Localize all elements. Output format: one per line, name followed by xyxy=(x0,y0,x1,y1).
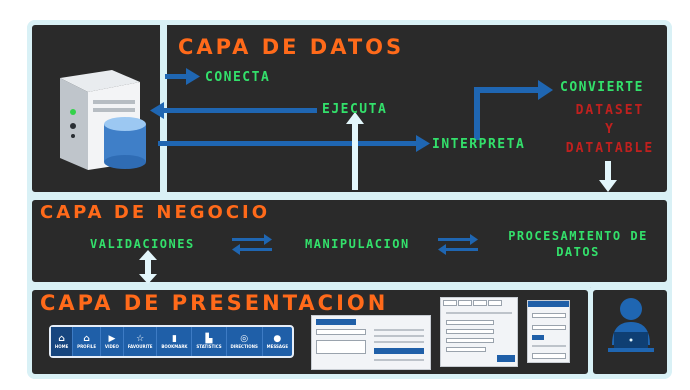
arrow-conecta xyxy=(165,68,200,85)
arrow-ejecuta xyxy=(150,102,317,119)
arrow-negocio-to-datos xyxy=(346,112,364,190)
mockup-form xyxy=(311,315,431,370)
label-validaciones: VALIDACIONES xyxy=(90,237,195,251)
arrow-down-datatable xyxy=(599,161,617,192)
panel-negocio xyxy=(27,195,672,287)
label-y: Y xyxy=(605,122,615,137)
title-capa-negocio: CAPA DE NEGOCIO xyxy=(40,202,271,223)
label-ejecuta: EJECUTA xyxy=(322,102,388,117)
label-interpreta: INTERPRETA xyxy=(432,137,526,152)
nav-item-directions[interactable]: ◎ DIRECTIONS xyxy=(227,327,263,356)
star-icon: ☆ xyxy=(136,334,145,344)
home-icon: ⌂ xyxy=(58,334,65,344)
user-icon xyxy=(608,298,654,352)
nav-label: HOME xyxy=(54,344,69,349)
nav-label: DIRECTIONS xyxy=(230,344,258,349)
nav-label: BOOKMARK xyxy=(161,344,188,349)
message-icon: ● xyxy=(273,334,282,344)
nav-label: MESSAGE xyxy=(266,344,289,349)
label-dataset: DATASET xyxy=(575,103,645,118)
nav-item-message[interactable]: ● MESSAGE xyxy=(263,327,292,356)
statistics-icon: ▙ xyxy=(205,334,213,344)
nav-label: VIDEO xyxy=(104,344,119,349)
title-capa-presentacion: CAPA DE PRESENTACION xyxy=(40,291,389,315)
nav-label: FAVOURITE xyxy=(127,344,153,349)
label-conecta: CONECTA xyxy=(205,70,271,85)
bookmark-icon: ▮ xyxy=(171,334,177,344)
profile-icon: ⌂ xyxy=(83,334,90,344)
nav-label: PROFILE xyxy=(77,344,97,349)
nav-item-bookmark[interactable]: ▮ BOOKMARK xyxy=(157,327,193,356)
exchange-arrows-1 xyxy=(232,234,272,255)
label-procesamiento-2: DATOS xyxy=(556,245,600,259)
arrow-validaciones-presentacion xyxy=(139,250,157,284)
nav-item-home[interactable]: ⌂ HOME xyxy=(51,327,74,356)
arrow-interpreta xyxy=(158,135,430,152)
mockup-login xyxy=(527,300,570,363)
arrow-convierte xyxy=(474,80,553,140)
title-capa-datos: CAPA DE DATOS xyxy=(178,35,405,59)
directions-icon: ◎ xyxy=(240,334,249,344)
database-icon xyxy=(104,117,146,169)
nav-item-video[interactable]: ▶ VIDEO xyxy=(101,327,124,356)
label-manipulacion: MANIPULACION xyxy=(305,237,410,251)
nav-item-statistics[interactable]: ▙ STATISTICS xyxy=(192,327,227,356)
mockup-tabs xyxy=(440,297,518,367)
nav-bar: ⌂ HOME ⌂ PROFILE ▶ VIDEO ☆ FAVOURITE ▮ B… xyxy=(49,325,294,358)
exchange-arrows-2 xyxy=(438,234,478,255)
nav-item-favourite[interactable]: ☆ FAVOURITE xyxy=(124,327,158,356)
video-icon: ▶ xyxy=(108,334,116,344)
label-convierte: CONVIERTE xyxy=(560,80,644,95)
nav-label: STATISTICS xyxy=(196,344,222,349)
label-datatable: DATATABLE xyxy=(565,141,655,156)
label-procesamiento-1: PROCESAMIENTO DE xyxy=(508,229,648,243)
nav-item-profile[interactable]: ⌂ PROFILE xyxy=(73,327,101,356)
